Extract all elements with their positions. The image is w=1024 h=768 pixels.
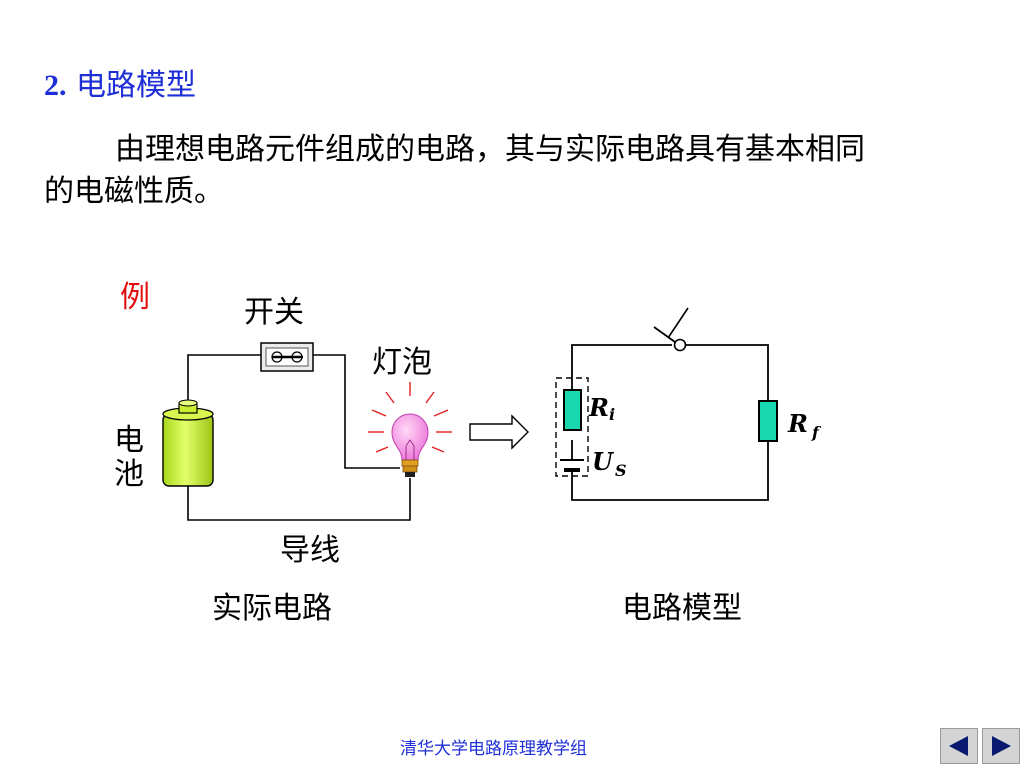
battery-label-2: 池 <box>114 457 144 492</box>
heading-number: 2. <box>44 69 67 102</box>
transform-arrow-icon <box>469 414 529 450</box>
paragraph-line-2: 的电磁性质。 <box>44 174 224 209</box>
battery-label-1: 电 <box>114 423 144 458</box>
battery-icon <box>162 399 214 487</box>
model-circuit-wires <box>571 344 769 501</box>
ri-label: Ri <box>588 393 615 424</box>
switch-icon <box>260 342 314 372</box>
triangle-right-icon <box>992 736 1011 756</box>
example-label: 例 <box>120 280 150 315</box>
heading-title: 电路模型 <box>76 68 197 103</box>
next-slide-button[interactable] <box>982 728 1020 764</box>
light-bulb-icon <box>368 382 452 477</box>
slide-heading: 2. 电路模型 <box>44 60 196 104</box>
model-circuit-caption: 电路模型 <box>622 591 742 626</box>
load-resistor-icon <box>758 400 778 442</box>
previous-slide-button[interactable] <box>940 728 978 764</box>
model-switch-icon <box>653 307 689 352</box>
source-dashed-box <box>555 377 589 477</box>
bulb-label: 灯泡 <box>372 345 432 380</box>
bulb-rays <box>368 382 452 453</box>
voltage-source-icon <box>560 459 584 472</box>
footer-credit: 清华大学电路原理教学组 <box>400 739 587 759</box>
triangle-left-icon <box>949 736 968 756</box>
actual-circuit-wires <box>187 354 411 521</box>
switch-label: 开关 <box>244 295 304 330</box>
wire-label: 导线 <box>280 533 340 568</box>
paragraph-line-1: 由理想电路元件组成的电路，其与实际电路具有基本相同 <box>115 132 865 167</box>
actual-circuit-caption: 实际电路 <box>212 591 332 626</box>
internal-resistor-icon <box>563 389 582 431</box>
